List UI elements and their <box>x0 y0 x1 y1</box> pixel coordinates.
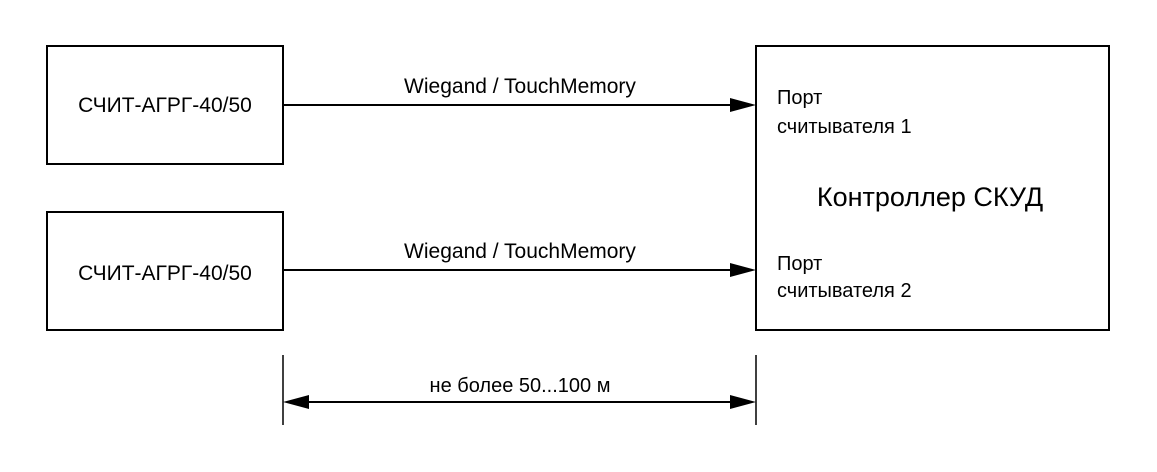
reader-2: СЧИТ-АГРГ-40/50 <box>46 211 284 331</box>
distance-dimension: не более 50...100 м <box>282 355 757 425</box>
link-2-arrowhead <box>730 263 756 277</box>
reader-2-label: СЧИТ-АГРГ-40/50 <box>78 262 252 285</box>
port-1-line-1: Порт <box>777 87 822 109</box>
reader-1: СЧИТ-АГРГ-40/50 <box>46 45 284 165</box>
controller-box <box>755 45 1110 331</box>
link-1: Wiegand / TouchMemory <box>283 75 756 112</box>
controller: Контроллер СКУД Порт считывателя 1 Порт … <box>755 45 1110 331</box>
link-1-arrowhead <box>730 98 756 112</box>
port-2-line-1: Порт <box>777 253 822 275</box>
dimension-arrowhead-left <box>283 395 309 409</box>
link-1-label: Wiegand / TouchMemory <box>404 75 636 98</box>
link-2-label: Wiegand / TouchMemory <box>404 240 636 263</box>
controller-title: Контроллер СКУД <box>817 182 1043 212</box>
port-2-line-2: считывателя 2 <box>777 280 912 302</box>
dimension-arrowhead-right <box>730 395 756 409</box>
port-1-line-2: считывателя 1 <box>777 116 912 138</box>
reader-1-label: СЧИТ-АГРГ-40/50 <box>78 94 252 117</box>
distance-label: не более 50...100 м <box>430 375 611 397</box>
link-2: Wiegand / TouchMemory <box>283 240 756 277</box>
